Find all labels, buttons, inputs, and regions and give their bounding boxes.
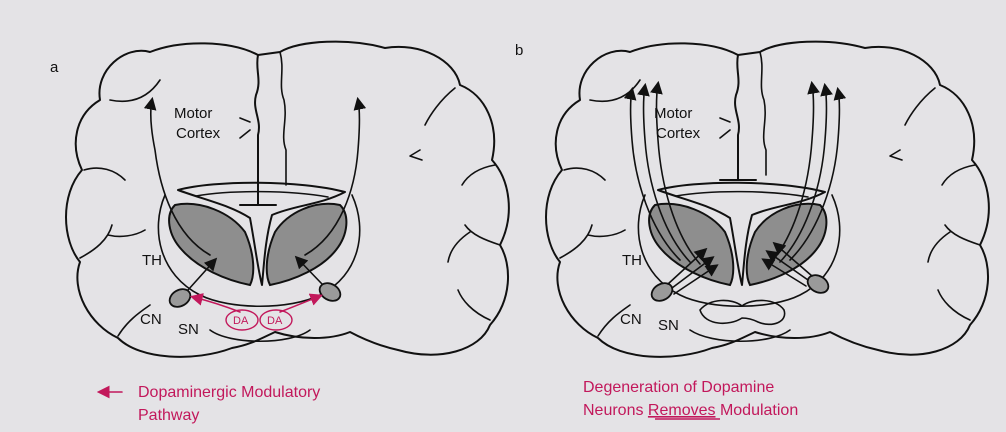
- panel-a-sulcus: [462, 165, 495, 185]
- panel-b-caption-line2: Neurons Removes Modulation: [583, 402, 798, 419]
- panel-a-motor-label-line2: Cortex: [176, 125, 221, 142]
- panel-b-basal-ganglia-right: [747, 204, 827, 285]
- panel-a: a DA: [50, 42, 509, 424]
- panel-a-sn-label: SN: [178, 321, 199, 338]
- panel-b-nucleus-left: [648, 280, 675, 305]
- panel-b-cn-label: CN: [620, 311, 642, 328]
- panel-a-caption-line2: Pathway: [138, 407, 199, 424]
- panel-a-letter: a: [50, 59, 59, 76]
- panel-b-th-label: TH: [622, 252, 642, 269]
- panel-b-motor-label-line1: Motor: [654, 105, 692, 122]
- panel-b-brain-outline: [546, 42, 989, 357]
- panel-b-motor-label-line2: Cortex: [656, 125, 701, 142]
- panel-a-motor-label-line1: Motor: [174, 105, 212, 122]
- panel-a-da-label-right: DA: [267, 315, 283, 327]
- panel-a-sulcus: [448, 225, 500, 262]
- panel-a-basal-ganglia-right: [267, 204, 347, 285]
- panel-b-midline: [720, 55, 756, 180]
- panel-b-nucleus-right: [804, 272, 831, 297]
- panel-b-letter: b: [515, 42, 523, 59]
- panel-b-caption-line1: Degeneration of Dopamine: [583, 379, 774, 396]
- panel-a-sulcus: [458, 290, 490, 320]
- panel-b-sulcus: [564, 168, 605, 180]
- panel-b-sulcus: [928, 225, 980, 262]
- panel-b-fissure-right: [760, 52, 766, 175]
- panel-a-sulcus: [84, 168, 125, 180]
- panel-a-da-label-left: DA: [233, 315, 249, 327]
- panel-a-sulcus: [80, 225, 145, 258]
- panel-b-caption-emphasis: Removes: [648, 402, 716, 419]
- panel-a-fissure-right: [280, 52, 286, 185]
- panel-a-ventricle-inner: [196, 192, 328, 197]
- panel-b-sulcus: [942, 165, 975, 185]
- panel-b-sulcus: [938, 290, 970, 320]
- panel-a-th-label: TH: [142, 252, 162, 269]
- panel-b-ventricle-inner: [676, 192, 808, 197]
- panel-b-sulcus: [905, 88, 935, 125]
- panel-b-sn-label: SN: [658, 317, 679, 334]
- panel-a-caption-line1: Dopaminergic Modulatory: [138, 384, 320, 401]
- panel-b-caption-prefix: Neurons: [583, 402, 648, 419]
- panel-a-cn-label: CN: [140, 311, 162, 328]
- panel-a-sulcus: [110, 80, 160, 101]
- panel-a-sulcus: [410, 150, 422, 160]
- panel-b: b Motor: [515, 42, 989, 419]
- panel-a-motor-pointer: [240, 118, 250, 138]
- panel-b-caption-suffix: Modulation: [716, 402, 799, 419]
- panel-b-sulcus: [890, 150, 902, 160]
- panel-a-sulcus: [425, 88, 455, 125]
- panel-b-sulcus: [560, 225, 625, 258]
- panel-b-motor-pointer: [720, 118, 730, 138]
- panel-a-basal-ganglia-left: [169, 204, 253, 285]
